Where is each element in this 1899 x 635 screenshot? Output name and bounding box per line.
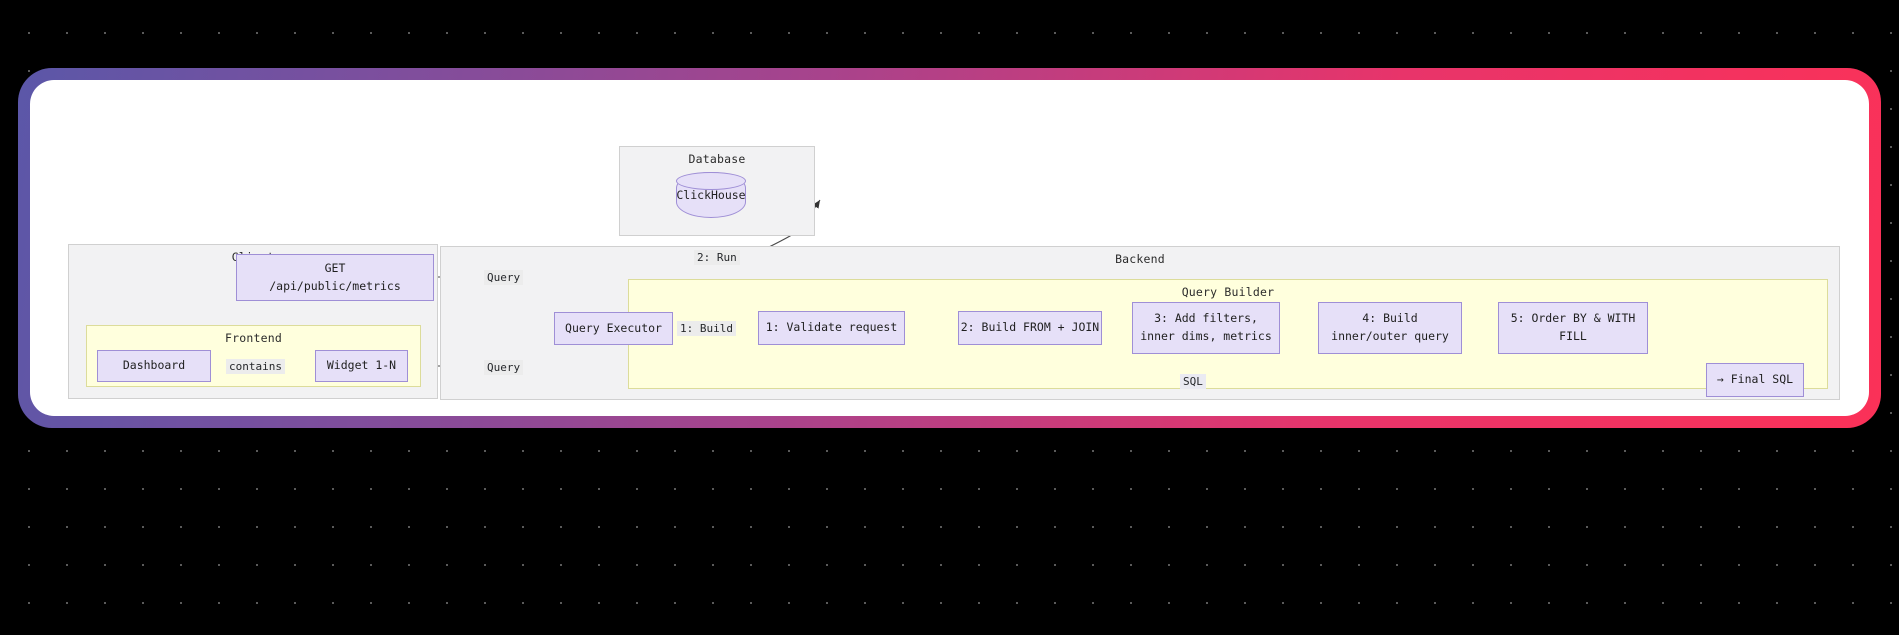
node-get-api-line2: /api/public/metrics	[269, 278, 401, 293]
node-clickhouse-label: ClickHouse	[676, 188, 746, 202]
node-step-2-label: 2: Build FROM + JOIN	[960, 320, 1100, 335]
node-final-sql[interactable]: → Final SQL	[1706, 363, 1804, 397]
node-dashboard[interactable]: Dashboard	[97, 350, 211, 382]
node-final-sql-label: → Final SQL	[1716, 372, 1794, 387]
cluster-query-builder-label: Query Builder	[1181, 285, 1275, 299]
edge-label-run: 2: Run	[694, 250, 740, 265]
node-step-5[interactable]: 5: Order BY & WITH FILL	[1498, 302, 1648, 354]
edge-label-query-top: Query	[484, 270, 524, 285]
node-query-executor-label: Query Executor	[565, 320, 662, 335]
node-widget[interactable]: Widget 1-N	[315, 350, 408, 382]
node-step-1-label: 1: Validate request	[765, 320, 898, 335]
cluster-database-label: Database	[688, 152, 746, 166]
node-step-5-line2: FILL	[1559, 329, 1587, 343]
edge-label-contains: contains	[226, 359, 285, 374]
node-step-4-line1: 4: Build	[1362, 311, 1418, 326]
edge-label-sql: SQL	[1180, 374, 1206, 389]
node-widget-label: Widget 1-N	[326, 358, 397, 373]
edge-label-query-bottom: Query	[484, 360, 524, 375]
node-step-3[interactable]: 3: Add filters, inner dims, metrics	[1132, 302, 1280, 354]
node-clickhouse[interactable]: ClickHouse	[676, 172, 746, 218]
node-query-executor[interactable]: Query Executor	[554, 312, 673, 345]
edge-label-build: 1: Build	[677, 321, 736, 336]
node-step-1[interactable]: 1: Validate request	[758, 311, 905, 345]
cluster-backend-label: Backend	[1115, 252, 1165, 266]
architecture-flowchart: Client Frontend Database Backend Query B…	[30, 80, 1869, 416]
diagram-canvas: Client Frontend Database Backend Query B…	[30, 80, 1869, 416]
node-step-2[interactable]: 2: Build FROM + JOIN	[958, 311, 1102, 345]
node-dashboard-label: Dashboard	[122, 358, 186, 373]
node-step-4-line2: inner/outer query	[1331, 329, 1449, 343]
gradient-frame: Client Frontend Database Backend Query B…	[18, 68, 1881, 428]
node-get-api[interactable]: GET /api/public/metrics	[236, 254, 434, 301]
node-step-4[interactable]: 4: Build inner/outer query	[1318, 302, 1462, 354]
node-step-5-line1: 5: Order BY & WITH	[1510, 311, 1636, 326]
node-get-api-line1: GET	[324, 260, 346, 275]
node-step-3-line1: 3: Add filters,	[1154, 311, 1258, 326]
node-step-3-line2: inner dims, metrics	[1140, 329, 1272, 343]
cluster-frontend-label: Frontend	[225, 331, 282, 345]
